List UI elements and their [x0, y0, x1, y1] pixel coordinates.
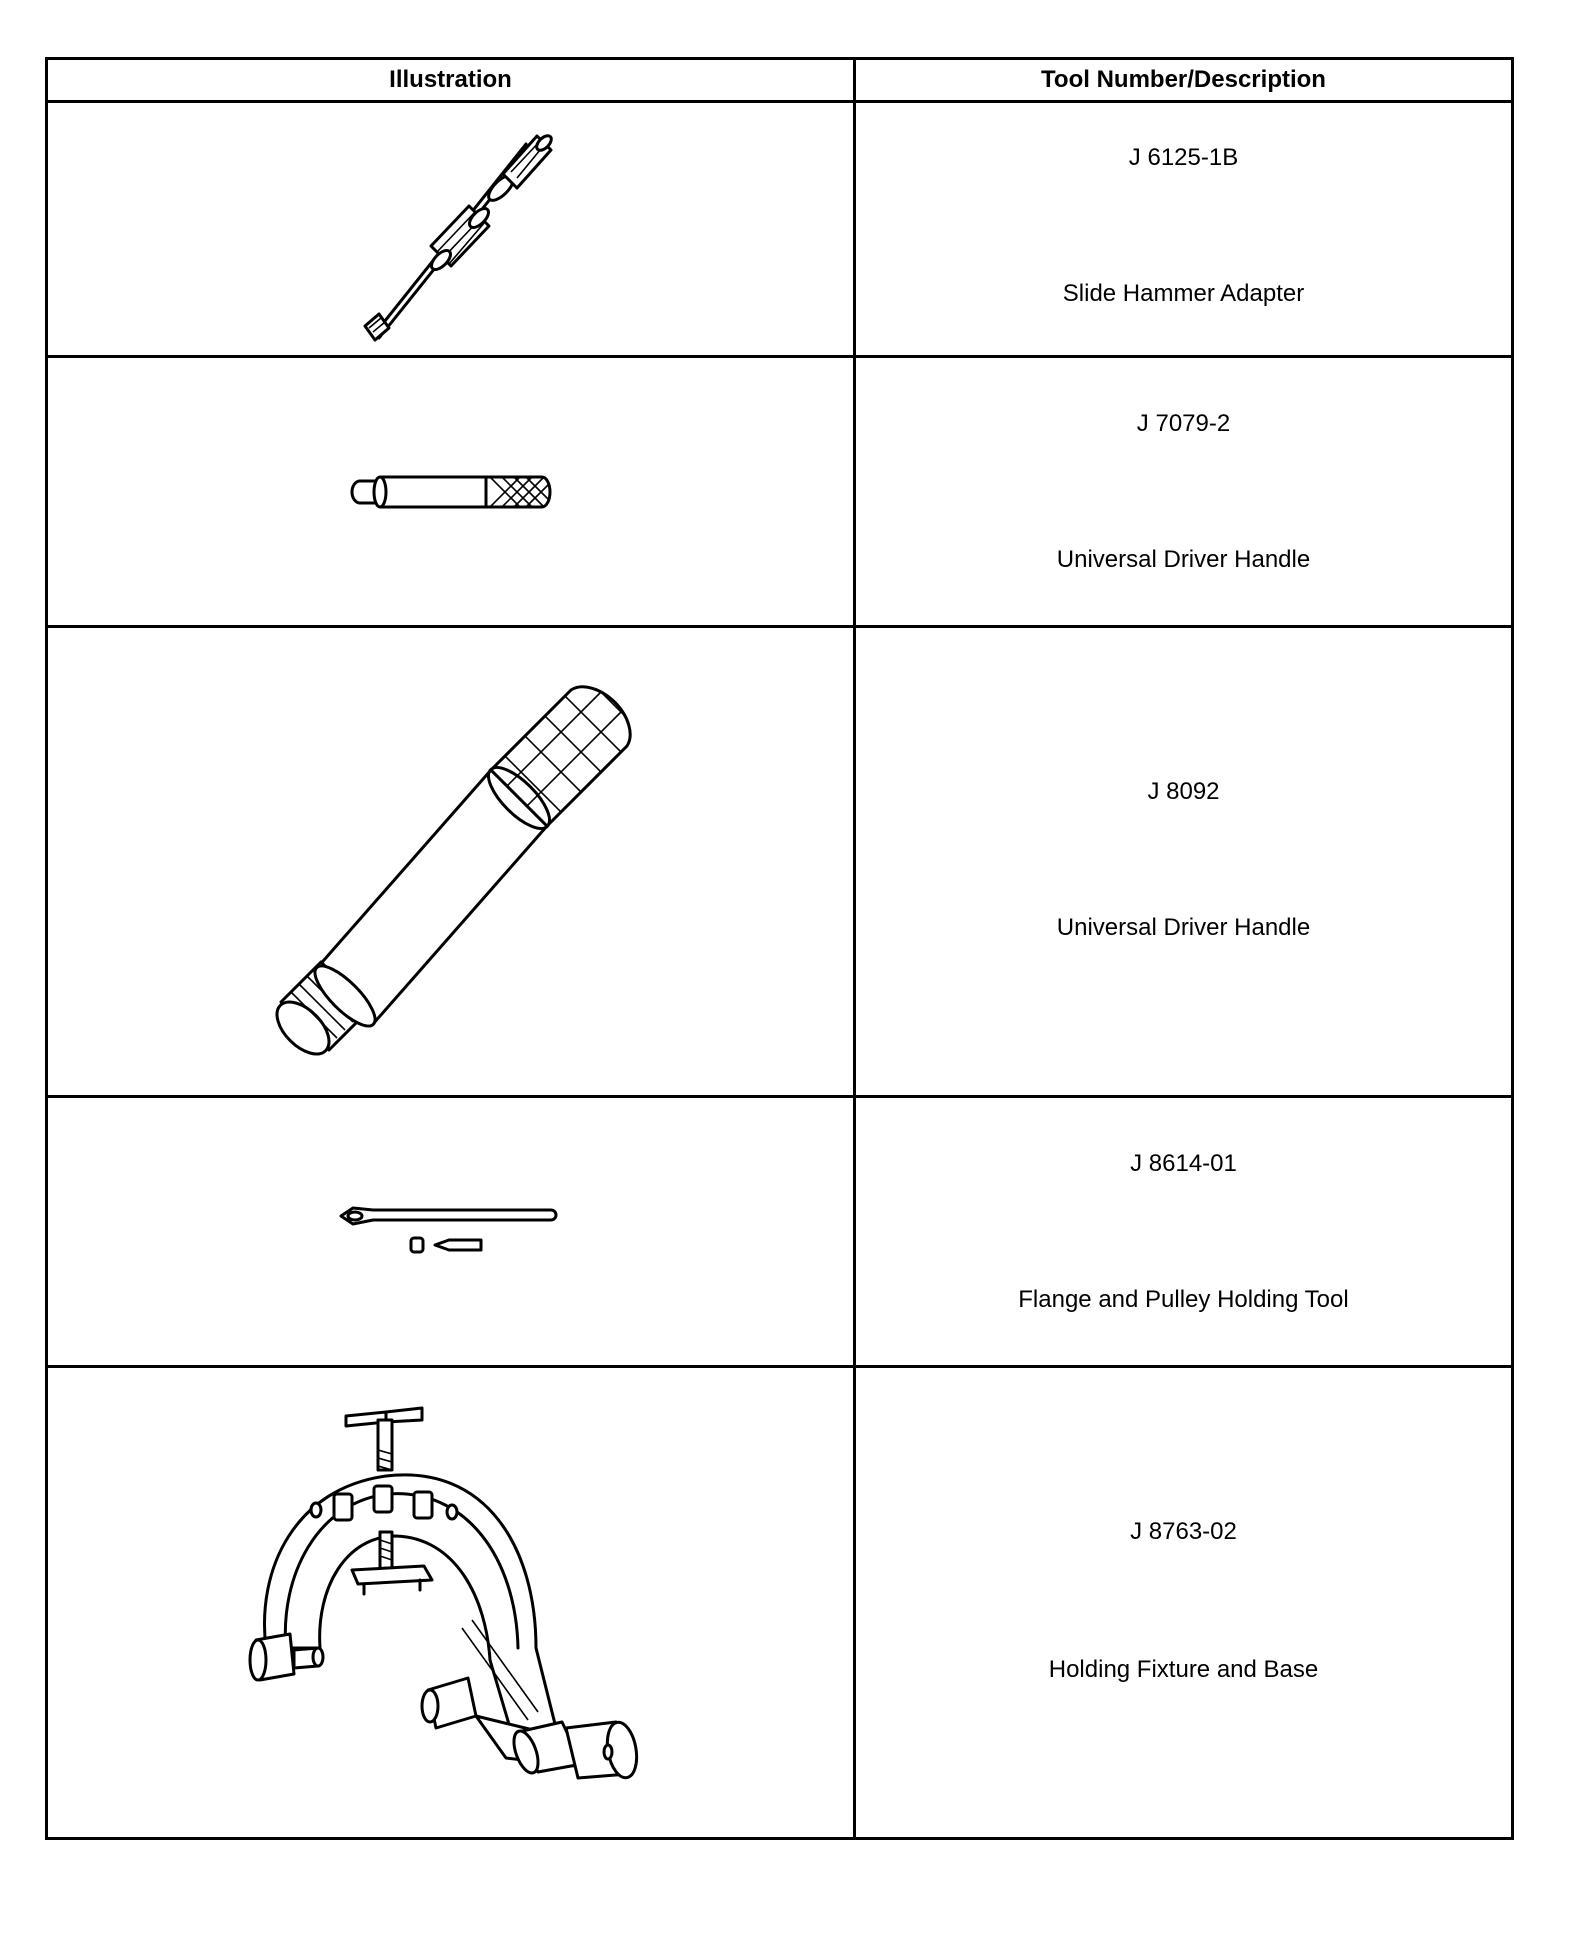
illustration-cell — [45, 1095, 856, 1368]
tool-description: Flange and Pulley Holding Tool — [1018, 1286, 1349, 1313]
table-row: J 8092 Universal Driver Handle — [45, 625, 1514, 1098]
tool-number: J 7079-2 — [1136, 410, 1231, 437]
driver-handle-large-icon — [275, 684, 632, 1055]
tool-cell: J 6125-1B Slide Hammer Adapter — [853, 100, 1514, 358]
tool-number: J 8614-01 — [1130, 1150, 1237, 1177]
tool-table: Illustration Tool Number/Description — [45, 57, 1514, 1840]
table-row: J 8763-02 Holding Fixture and Base — [45, 1365, 1514, 1840]
tool-description: Universal Driver Handle — [1056, 546, 1311, 573]
header-tool-number-description: Tool Number/Description — [853, 57, 1514, 103]
tool-cell: J 8614-01 Flange and Pulley Holding Tool — [853, 1095, 1514, 1368]
tool-cell: J 8092 Universal Driver Handle — [853, 625, 1514, 1098]
table-header-row: Illustration Tool Number/Description — [45, 57, 1514, 103]
table-row: J 8614-01 Flange and Pulley Holding Tool — [45, 1095, 1514, 1368]
table-row: J 6125-1B Slide Hammer Adapter — [45, 100, 1514, 358]
header-illustration: Illustration — [45, 57, 856, 103]
illustration-cell — [45, 355, 856, 628]
holding-tool-icon — [339, 1206, 557, 1253]
tool-description: Slide Hammer Adapter — [1062, 280, 1305, 307]
tool-number: J 6125-1B — [1128, 144, 1239, 171]
tool-cell: J 8763-02 Holding Fixture and Base — [853, 1365, 1514, 1840]
slide-hammer-icon — [363, 134, 553, 342]
illustration-cell — [45, 625, 856, 1098]
illustration-cell — [45, 100, 856, 358]
tool-description: Holding Fixture and Base — [1048, 1656, 1319, 1683]
tool-number: J 8763-02 — [1130, 1518, 1237, 1545]
tool-number: J 8092 — [1147, 778, 1220, 805]
table-row: J 7079-2 Universal Driver Handle — [45, 355, 1514, 628]
driver-handle-small-icon — [350, 475, 551, 508]
illustration-cell — [45, 1365, 856, 1840]
tool-description: Universal Driver Handle — [1056, 914, 1311, 941]
tool-cell: J 7079-2 Universal Driver Handle — [853, 355, 1514, 628]
holding-fixture-icon — [248, 1406, 638, 1779]
